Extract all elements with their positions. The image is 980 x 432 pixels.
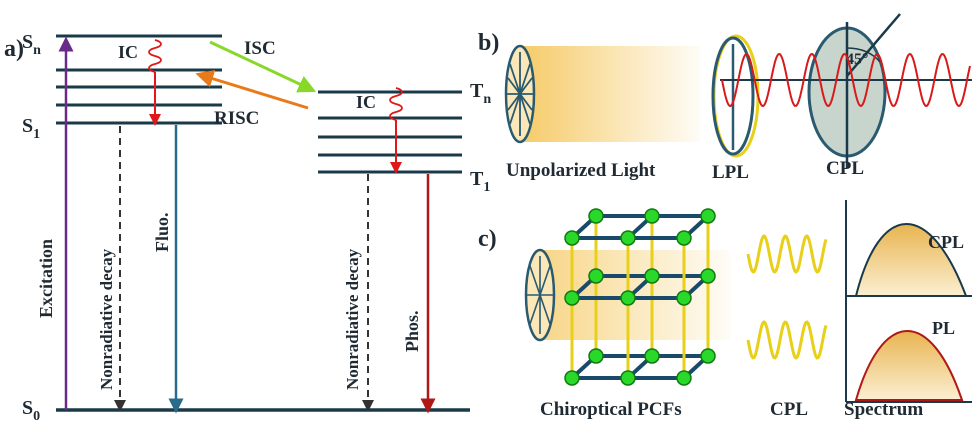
label-t1: T1 <box>470 168 490 195</box>
cpl-spectrum-curve <box>854 223 968 297</box>
pcf-node <box>676 290 692 306</box>
spectrum-cpl-label: CPL <box>928 232 964 252</box>
fluo-label: Fluo. <box>152 212 172 252</box>
pcf-label: Chiroptical PCFs <box>540 399 682 420</box>
pcf-node <box>676 230 692 246</box>
panel-a-jablonski: a) Sn S1 S0 Tn T1 Excitation IC <box>4 31 491 424</box>
pcf-node <box>620 370 636 386</box>
ic-triplet-coil <box>389 87 403 121</box>
pcf-unpolarized-arrows <box>527 256 553 334</box>
panel-c-chiroptical: c) Chiroptical PCFs CPL CPL PL Spectrum <box>478 200 972 420</box>
ic-singlet-label: IC <box>118 42 138 62</box>
pcf-node <box>620 290 636 306</box>
panel-b-polarization: b) Unpolarized Light LPL 45° CPL <box>478 13 972 183</box>
cpl-output-wave-1 <box>746 234 828 274</box>
isc-label: ISC <box>244 38 276 59</box>
singlet-levels <box>56 34 222 125</box>
ic-singlet-coil <box>148 39 162 73</box>
pcf-node <box>564 290 580 306</box>
label-s1: S1 <box>22 115 40 142</box>
unpolarized-beam <box>520 46 700 142</box>
pl-spectrum-curve <box>854 330 964 401</box>
label-s0: S0 <box>22 397 40 424</box>
cpl-wave <box>721 52 971 108</box>
panel-c-label: c) <box>478 226 497 252</box>
pcf-node <box>588 348 604 364</box>
spectrum-label: Spectrum <box>844 399 923 420</box>
cpl-output-label: CPL <box>770 399 808 420</box>
pcf-node <box>644 348 660 364</box>
isc-arrow <box>209 40 317 93</box>
label-tn: Tn <box>470 80 491 107</box>
pcf-node <box>700 268 716 284</box>
pcf-node <box>700 208 716 224</box>
lpl-label: LPL <box>712 162 749 183</box>
spectrum-pl-label: PL <box>932 318 955 338</box>
unpolarized-label: Unpolarized Light <box>506 160 656 181</box>
pcf-node <box>676 370 692 386</box>
cpl-output-wave-2 <box>746 320 828 360</box>
panel-a-label: a) <box>4 36 24 62</box>
panel-b-label: b) <box>478 30 499 56</box>
risc-arrow <box>195 70 309 110</box>
angle-label: 45° <box>846 51 868 68</box>
cpl-axis-45 <box>846 13 901 77</box>
unpolarized-arrows <box>507 52 533 136</box>
pcf-node <box>588 268 604 284</box>
excitation-label: Excitation <box>36 239 56 318</box>
pcf-framework <box>564 208 716 386</box>
phos-label: Phos. <box>402 310 422 352</box>
ic-triplet-label: IC <box>356 92 376 112</box>
pcf-node <box>700 348 716 364</box>
pcf-node <box>620 230 636 246</box>
pcf-node <box>564 370 580 386</box>
pcf-node <box>644 268 660 284</box>
nonrad-triplet-label: Nonradiative decay <box>343 248 362 390</box>
pcf-node <box>644 208 660 224</box>
label-sn: Sn <box>22 31 41 58</box>
angle-arc <box>846 47 881 63</box>
cpl-label: CPL <box>826 158 864 179</box>
nonrad-singlet-label: Nonradiative decay <box>97 248 116 390</box>
triplet-levels <box>318 90 462 174</box>
risc-label: RISC <box>214 108 259 129</box>
lpl-ring <box>711 36 755 156</box>
pcf-node <box>564 230 580 246</box>
pcf-node <box>588 208 604 224</box>
